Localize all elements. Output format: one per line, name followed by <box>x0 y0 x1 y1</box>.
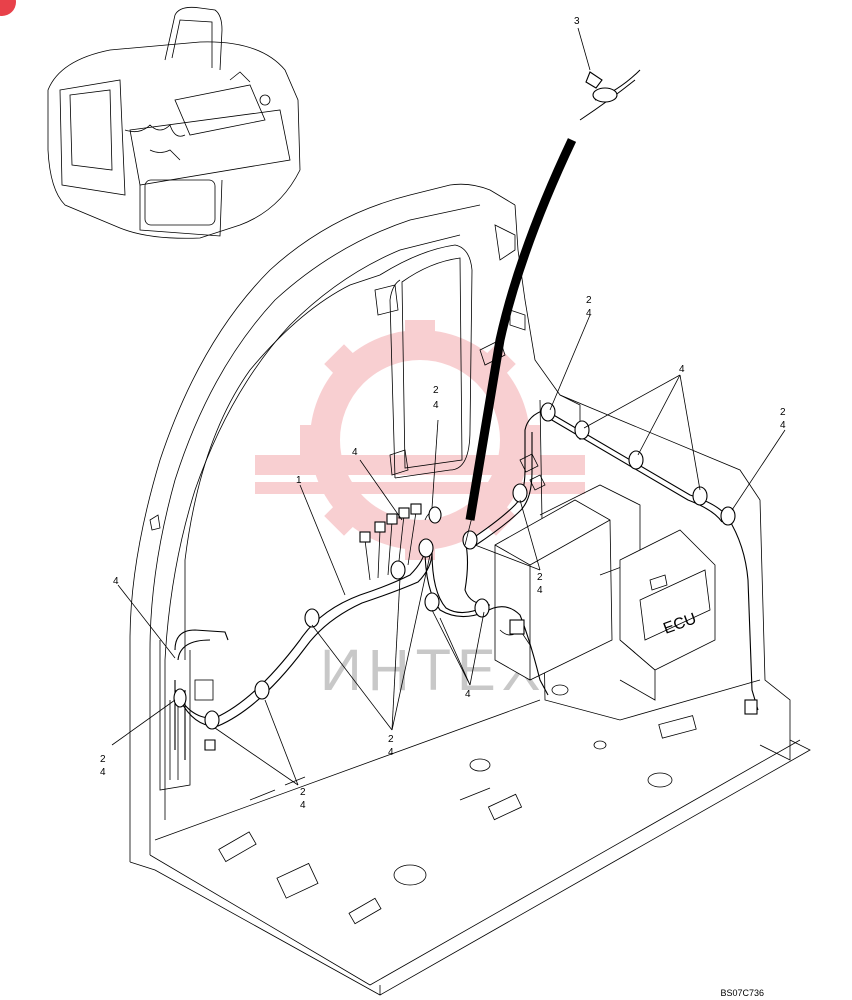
harness-clips <box>173 402 736 730</box>
callout-4: 4 <box>537 585 543 596</box>
callout-4: 4 <box>433 400 439 411</box>
callout-4: 4 <box>679 364 685 375</box>
callout-2: 2 <box>780 407 786 418</box>
callout-2: 2 <box>388 734 394 745</box>
callout-4: 4 <box>100 767 106 778</box>
watermark-gear-logo <box>255 320 585 560</box>
callout-4: 4 <box>388 747 394 758</box>
callout-2: 2 <box>300 787 306 798</box>
callout-2: 2 <box>586 295 592 306</box>
drawing-reference: BS07C736 <box>720 988 764 998</box>
main-cable <box>465 69 641 521</box>
leader-lines <box>111 27 786 786</box>
callout-1: 1 <box>296 475 302 486</box>
callout-4: 4 <box>780 420 786 431</box>
callout-2: 2 <box>537 572 543 583</box>
callout-4: 4 <box>352 447 358 458</box>
callout-3: 3 <box>574 16 580 27</box>
callout-labels: 1 2 4 4 4 2 4 2 4 2 4 4 2 4 2 4 4 2 4 3 <box>100 16 786 811</box>
callout-4: 4 <box>586 308 592 319</box>
ecu-unit <box>494 484 716 701</box>
inset-machine-view <box>47 6 301 239</box>
callout-2: 2 <box>100 754 106 765</box>
callout-4: 4 <box>300 800 306 811</box>
callout-4: 4 <box>113 576 119 587</box>
callout-4: 4 <box>465 689 471 700</box>
callout-2: 2 <box>433 385 439 396</box>
